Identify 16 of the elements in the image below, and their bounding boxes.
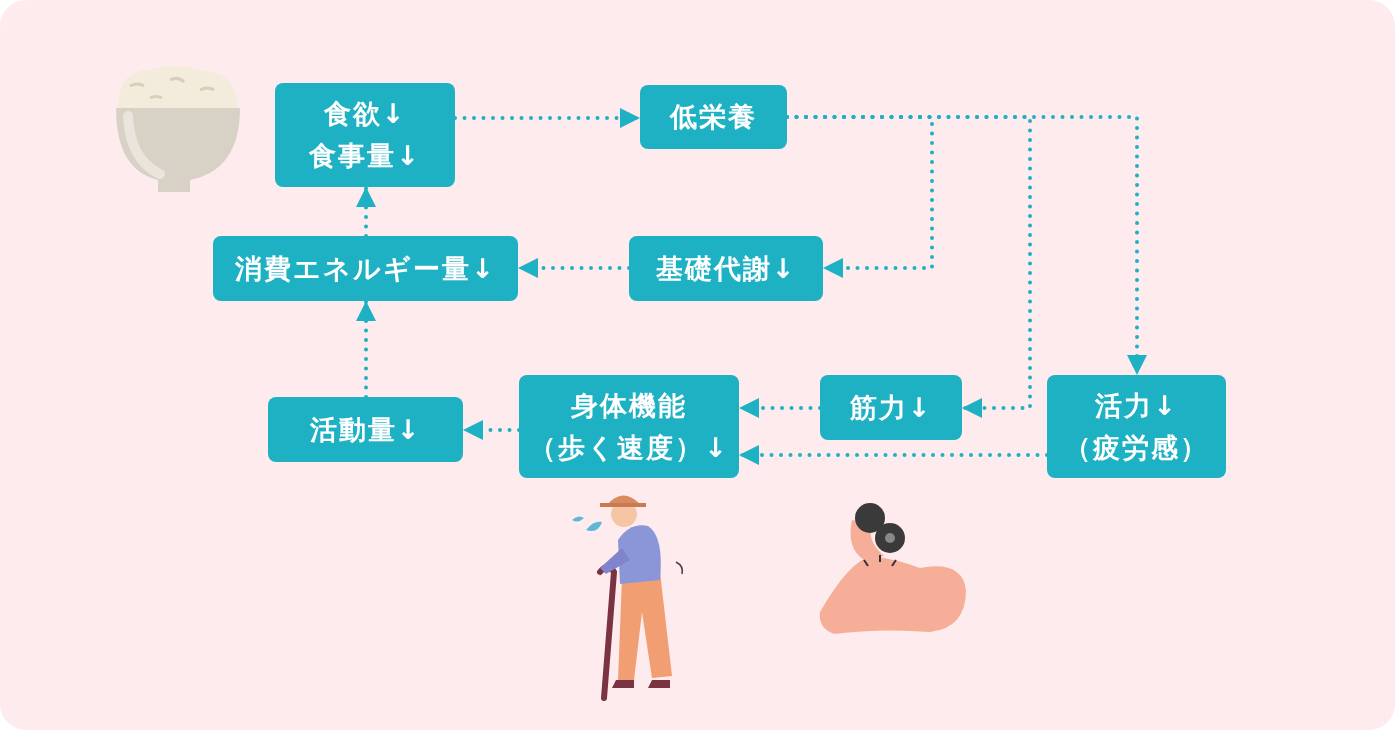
arrow [737, 398, 822, 418]
arrow [737, 445, 1049, 465]
arrow [516, 258, 631, 278]
arrow [461, 420, 521, 440]
arrow [453, 108, 642, 128]
process-box: 食欲↓食事量↓ [275, 83, 455, 187]
process-box: 活力↓（疲労感） [1047, 375, 1226, 478]
arrow [785, 115, 1147, 377]
process-box: 活動量↓ [268, 397, 463, 462]
process-box: 低栄養 [640, 85, 787, 149]
process-box: 基礎代謝↓ [629, 236, 823, 301]
process-box: 身体機能（歩く速度）↓ [519, 375, 739, 478]
process-box: 消費エネルギー量↓ [213, 236, 518, 301]
arrow [356, 299, 376, 399]
arrow [356, 185, 376, 238]
process-box: 筋力↓ [820, 375, 962, 440]
